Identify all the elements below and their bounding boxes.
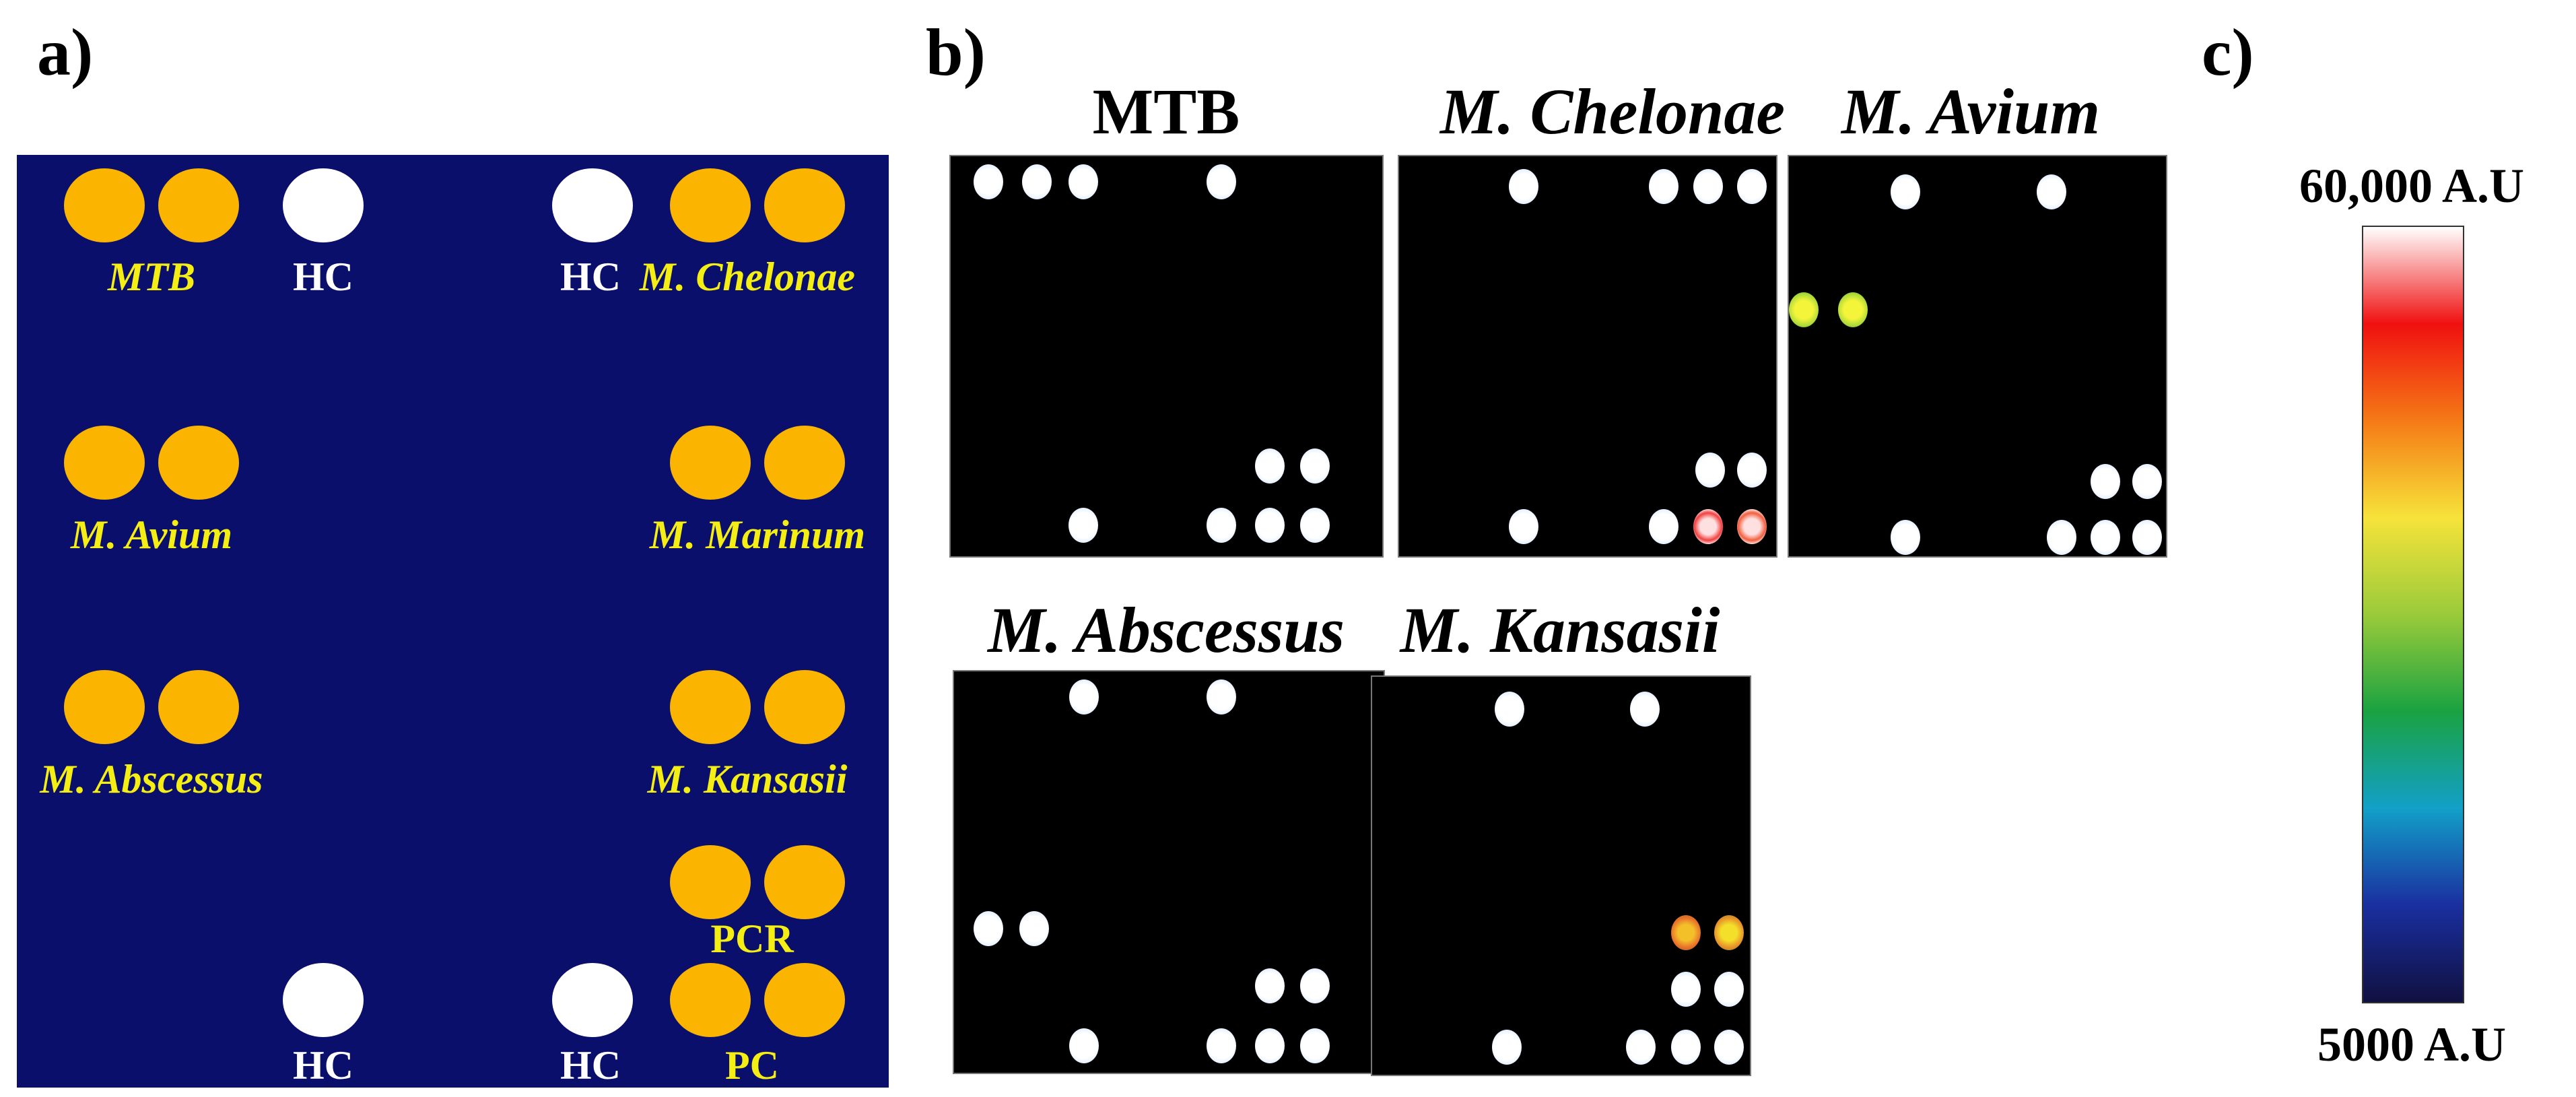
panel-c-label: c) xyxy=(2202,15,2254,90)
spot-pcr-2 xyxy=(764,845,845,919)
label-pc: PC xyxy=(725,1043,779,1088)
fluor-spot xyxy=(1019,911,1049,946)
spot-chelonae-1 xyxy=(670,168,751,242)
fluor-spot xyxy=(1714,1030,1744,1065)
label-abscessus: M. Abscessus xyxy=(40,757,263,801)
spot-hc-top-left xyxy=(283,168,364,242)
fluor-spot xyxy=(1626,1030,1656,1065)
label-kansasii: M. Kansasii xyxy=(647,757,848,801)
fluor-spot xyxy=(1737,453,1767,488)
fluor-spot xyxy=(1714,915,1744,950)
fluor-spot xyxy=(1671,1030,1701,1065)
fluor-spot xyxy=(1300,1028,1330,1063)
fluor-spot xyxy=(1737,169,1767,204)
spot-hc-top-right xyxy=(552,168,633,242)
fluor-spot xyxy=(1069,1028,1099,1063)
fluor-spot xyxy=(1649,509,1679,544)
scan-chelonae xyxy=(1398,155,1777,558)
fluor-spot xyxy=(1695,453,1725,488)
scan-title-chelonae: M. Chelonae xyxy=(1439,75,1786,147)
fluor-spot xyxy=(1069,508,1098,543)
fluor-spot xyxy=(1207,164,1236,199)
spot-marinum-2 xyxy=(764,426,845,500)
spot-mtb-2 xyxy=(158,168,239,242)
spot-avium-2 xyxy=(158,426,239,500)
fluor-spot xyxy=(1671,972,1701,1007)
scan-title-avium: M. Avium xyxy=(1841,75,2101,147)
spot-hc-bottom-left xyxy=(283,963,364,1037)
colorbar-min-label: 5000 A.U xyxy=(2317,1018,2507,1071)
spot-mtb-1 xyxy=(64,168,145,242)
label-pcr: PCR xyxy=(710,917,794,961)
colorbar xyxy=(2362,226,2464,1003)
spot-pc-1 xyxy=(670,963,751,1037)
scan-abscessus xyxy=(953,670,1385,1074)
fluor-spot xyxy=(2091,520,2120,555)
fluor-spot xyxy=(1069,164,1098,199)
scan-title-kansasii: M. Kansasii xyxy=(1400,594,1720,666)
label-hc-top-left: HC xyxy=(293,255,353,299)
array-layout: MTB HC HC M. Chelonae M. Avium M. Marinu… xyxy=(17,155,889,1088)
fluor-spot xyxy=(2037,174,2066,209)
spot-pcr-1 xyxy=(670,845,751,919)
fluor-spot xyxy=(1714,972,1744,1007)
spot-kansasii-2 xyxy=(764,670,845,744)
scan-mtb xyxy=(949,155,1384,558)
fluor-spot xyxy=(1300,448,1330,484)
colorbar-max-label: 60,000 A.U xyxy=(2299,159,2525,213)
fluor-spot xyxy=(1838,292,1868,327)
fluor-spot xyxy=(1693,169,1723,204)
fluor-spot xyxy=(2047,520,2076,555)
fluor-spot xyxy=(2091,464,2120,499)
spot-abscessus-2 xyxy=(158,670,239,744)
fluor-spot xyxy=(2132,520,2162,555)
fluor-spot xyxy=(1630,692,1660,727)
fluor-spot xyxy=(1207,679,1236,714)
label-hc-bottom-right: HC xyxy=(560,1043,621,1088)
fluor-spot xyxy=(1495,692,1524,727)
fluor-spot xyxy=(1255,508,1285,543)
label-hc-bottom-left: HC xyxy=(293,1043,353,1088)
fluor-spot xyxy=(1255,1028,1285,1063)
fluor-spot xyxy=(1649,169,1679,204)
fluor-spot xyxy=(1255,448,1285,484)
fluor-spot xyxy=(1891,520,1920,555)
spot-kansasii-1 xyxy=(670,670,751,744)
fluor-spot xyxy=(2132,464,2162,499)
scan-avium xyxy=(1788,155,2167,558)
spot-abscessus-1 xyxy=(64,670,145,744)
fluor-spot xyxy=(1737,509,1767,544)
fluor-spot xyxy=(1492,1030,1522,1065)
fluor-spot xyxy=(1509,169,1538,204)
scan-title-abscessus: M. Abscessus xyxy=(988,594,1345,666)
label-marinum: M. Marinum xyxy=(649,512,866,557)
spot-chelonae-2 xyxy=(764,168,845,242)
fluor-spot xyxy=(1255,968,1285,1003)
fluor-spot xyxy=(974,911,1003,946)
fluor-spot xyxy=(1671,915,1701,950)
label-chelonae: M. Chelonae xyxy=(639,255,856,299)
fluor-spot xyxy=(1022,164,1052,199)
fluor-spot xyxy=(1207,1028,1236,1063)
fluor-spot xyxy=(1207,508,1236,543)
label-avium: M. Avium xyxy=(70,512,233,557)
label-mtb: MTB xyxy=(107,255,196,299)
spot-marinum-1 xyxy=(670,426,751,500)
fluor-spot xyxy=(1069,679,1099,714)
fluor-spot xyxy=(974,164,1003,199)
spot-pc-2 xyxy=(764,963,845,1037)
panel-a-label: a) xyxy=(37,15,94,90)
fluor-spot xyxy=(1509,509,1538,544)
scan-title-mtb: MTB xyxy=(1092,75,1240,147)
spot-avium-1 xyxy=(64,426,145,500)
label-hc-top-right: HC xyxy=(560,255,621,299)
spot-hc-bottom-right xyxy=(552,963,633,1037)
panel-b-label: b) xyxy=(926,15,986,90)
scan-kansasii xyxy=(1371,675,1751,1076)
fluor-spot xyxy=(1789,292,1819,327)
fluor-spot xyxy=(1891,174,1920,209)
fluor-spot xyxy=(1693,509,1723,544)
fluor-spot xyxy=(1300,968,1330,1003)
fluor-spot xyxy=(1300,508,1330,543)
